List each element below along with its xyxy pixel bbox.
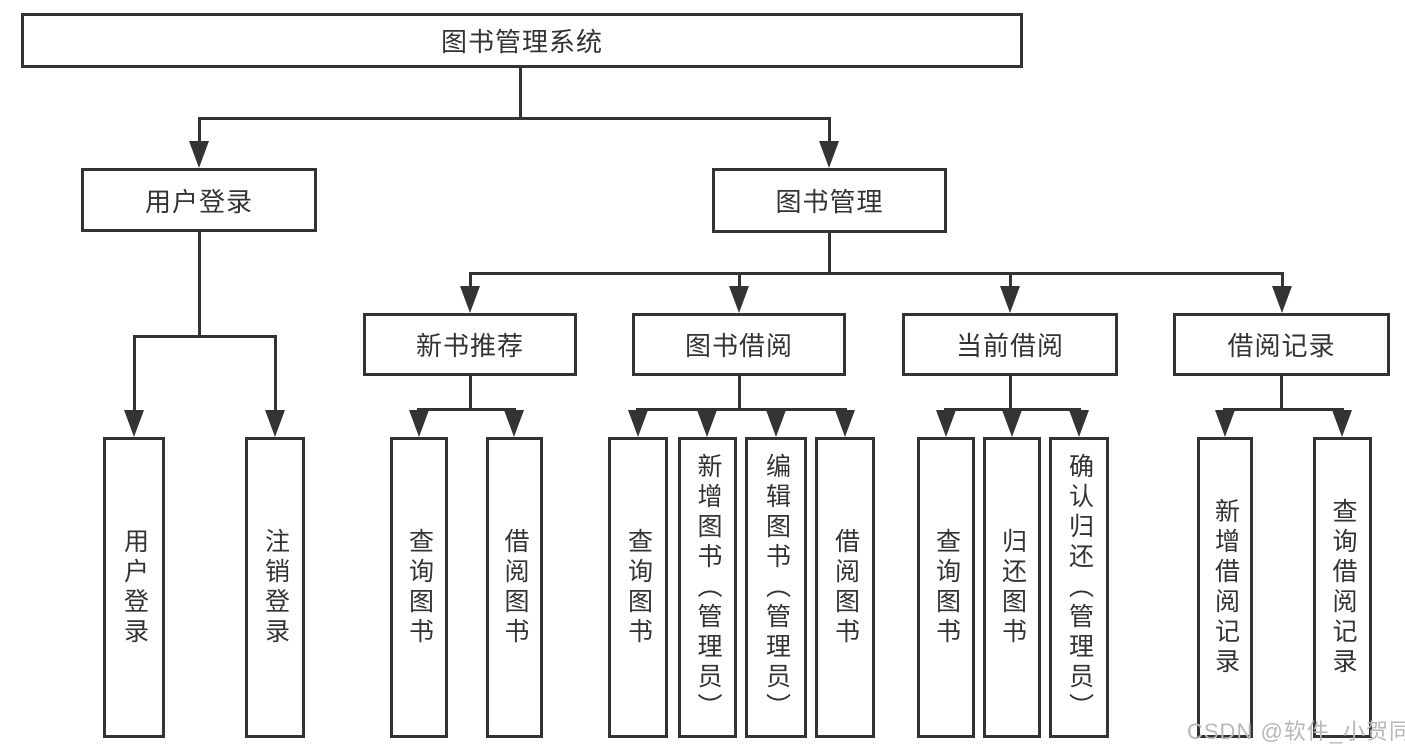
connector-level3-stem <box>469 272 472 289</box>
csdn-watermark: CSDN @软件_小贺同学 <box>1187 719 1405 744</box>
arrow-down-icon <box>124 410 144 437</box>
leaf-query-borrow-record: 查询借阅记录 <box>1313 437 1372 738</box>
node-user-login: 用户登录 <box>81 168 317 232</box>
node-user-login-label: 用户登录 <box>144 186 253 217</box>
connector-bb-rail <box>636 408 847 411</box>
leaf-query-borrow-record-label: 查询借阅记录 <box>1329 497 1357 678</box>
leaf-return-books-label: 归还图书 <box>998 527 1027 648</box>
arrow-down-icon <box>504 410 524 437</box>
connector-book-management-stem <box>828 117 831 144</box>
node-new-book-recommend-label: 新书推荐 <box>415 331 524 361</box>
leaf-return-books: 归还图书 <box>983 437 1041 738</box>
arrow-down-icon <box>628 410 648 437</box>
node-current-borrow-label: 当前借阅 <box>955 331 1064 361</box>
node-book-management-label: 图书管理 <box>775 187 884 217</box>
arrow-down-icon <box>819 141 839 168</box>
leaf-query-books-current-label: 查询图书 <box>932 527 961 648</box>
connector-bb-down-stem <box>738 376 741 411</box>
node-new-book-recommend: 新书推荐 <box>363 313 577 376</box>
leaf-query-books-recommend: 查询图书 <box>390 437 448 738</box>
arrow-down-icon <box>1272 286 1292 313</box>
leaf-edit-books-admin: 编辑图书（管理员） <box>745 437 807 738</box>
connector-level3-rail <box>469 272 1284 275</box>
arrow-down-icon <box>409 410 429 437</box>
leaf-query-books-borrow: 查询图书 <box>608 437 668 738</box>
leaf-logout: 注销登录 <box>245 437 305 738</box>
node-current-borrow: 当前借阅 <box>902 313 1118 376</box>
leaf-confirm-return-admin: 确认归还（管理员） <box>1049 437 1109 738</box>
arrow-down-icon <box>835 410 855 437</box>
leaf-query-books-recommend-label: 查询图书 <box>405 527 434 648</box>
arrow-down-icon <box>1000 286 1020 313</box>
leaf-query-books-borrow-label: 查询图书 <box>624 527 653 648</box>
connector-nbr-rail <box>417 408 516 411</box>
connector-level3-stem <box>738 272 741 289</box>
leaf-add-borrow-record: 新增借阅记录 <box>1197 437 1253 738</box>
arrow-down-icon <box>697 410 717 437</box>
arrow-down-icon <box>936 410 956 437</box>
leaf-borrow-books-recommend: 借阅图书 <box>486 437 543 738</box>
connector-level3-stem <box>1009 272 1012 289</box>
node-library-system-label: 图书管理系统 <box>440 27 603 57</box>
connector-nbr-down-stem <box>469 376 472 411</box>
arrow-down-icon <box>1002 410 1022 437</box>
leaf-add-books-admin: 新增图书（管理员） <box>678 437 737 738</box>
node-book-borrow: 图书借阅 <box>632 313 846 376</box>
connector-cb-rail <box>944 408 1081 411</box>
connector-br-down-stem <box>1280 376 1283 411</box>
connector-br-rail <box>1223 408 1344 411</box>
node-borrow-records: 借阅记录 <box>1173 313 1390 376</box>
arrow-down-icon <box>1069 410 1089 437</box>
connector-cb-down-stem <box>1009 376 1012 411</box>
leaf-add-books-admin-label: 新增图书（管理员） <box>694 452 722 723</box>
arrow-down-icon <box>460 286 480 313</box>
arrow-down-icon <box>1215 410 1235 437</box>
arrow-down-icon <box>265 410 285 437</box>
arrow-down-icon <box>729 286 749 313</box>
node-borrow-records-label: 借阅记录 <box>1227 331 1336 361</box>
leaf-edit-books-admin-label: 编辑图书（管理员） <box>762 452 791 723</box>
node-book-management: 图书管理 <box>712 168 947 233</box>
leaf-user-login: 用户登录 <box>103 437 165 738</box>
node-book-borrow-label: 图书借阅 <box>684 331 793 361</box>
leaf-add-borrow-record-label: 新增借阅记录 <box>1211 497 1240 678</box>
connector-user-login-stem <box>198 117 201 144</box>
leaf-borrow-books-recommend-label: 借阅图书 <box>501 527 529 648</box>
leaf-query-books-current: 查询图书 <box>917 437 975 738</box>
leaf-user-login-label: 用户登录 <box>120 527 149 648</box>
connector-level3-stem <box>1281 272 1284 289</box>
connector-level2-rail <box>198 117 831 120</box>
arrow-down-icon <box>1332 410 1352 437</box>
node-library-system: 图书管理系统 <box>21 13 1023 68</box>
connector-ul-leaf-stem <box>274 335 277 414</box>
leaf-borrow-books-label: 借阅图书 <box>831 527 860 648</box>
arrow-down-icon <box>766 410 786 437</box>
connector-root-stem <box>519 68 522 120</box>
connector-ul-down-stem <box>198 232 201 338</box>
leaf-logout-label: 注销登录 <box>261 527 290 648</box>
arrow-down-icon <box>189 141 209 168</box>
connector-ul-rail <box>133 335 277 338</box>
connector-bm-down-stem <box>828 233 831 275</box>
leaf-borrow-books: 借阅图书 <box>815 437 875 738</box>
leaf-confirm-return-admin-label: 确认归还（管理员） <box>1065 452 1094 723</box>
connector-ul-leaf-stem <box>133 335 136 414</box>
